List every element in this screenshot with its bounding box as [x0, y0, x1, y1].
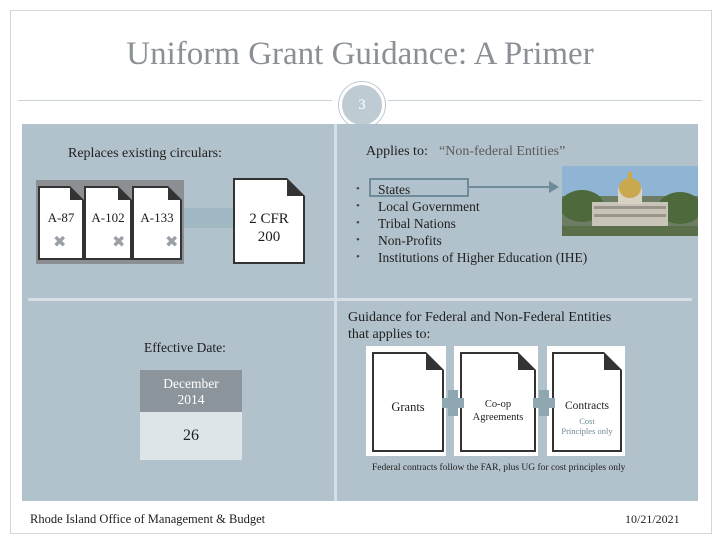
- footer-date: 10/21/2021: [625, 512, 680, 526]
- slide-frame: [10, 10, 712, 534]
- list-item: Institutions of Higher Education (IHE): [356, 249, 587, 266]
- capitol-building-image: [562, 166, 698, 236]
- states-highlight-box: [369, 178, 469, 197]
- cost-label-line1: Cost: [579, 416, 595, 426]
- list-item: Non-Profits: [356, 232, 587, 249]
- cross-icon: ✖: [53, 232, 67, 251]
- title-rule-left: [18, 100, 332, 101]
- replaces-heading: Replaces existing circulars:: [68, 146, 222, 161]
- guidance-heading-line2: that applies to:: [348, 327, 431, 342]
- footer-organization: Rhode Island Office of Management & Budg…: [30, 512, 266, 526]
- circular-a133-doc: A-133 ✖: [132, 186, 182, 260]
- coop-label-line2: Agreements: [472, 412, 524, 423]
- horizontal-divider: [28, 298, 692, 301]
- coop-doc: Co-op Agreements: [460, 352, 536, 452]
- effective-date-heading: Effective Date:: [144, 340, 226, 355]
- guidance-heading: Guidance for Federal and Non-Federal Ent…: [348, 309, 611, 343]
- plus-connector: [448, 390, 458, 416]
- circular-a102-doc: A-102 ✖: [84, 186, 132, 260]
- cfr-line2: 200: [257, 229, 281, 245]
- effective-day: 26: [140, 412, 242, 460]
- contracts-doc: Contracts Cost Principles only: [552, 352, 622, 452]
- far-note: Federal contracts follow the FAR, plus U…: [372, 463, 626, 473]
- coop-label-line1: Co-op: [484, 399, 512, 410]
- plus-connector: [539, 390, 549, 416]
- non-federal-quote: “Non-federal Entities”: [439, 144, 566, 159]
- cross-icon: ✖: [165, 232, 179, 251]
- circular-a87-label: A-87: [47, 210, 75, 225]
- circular-a102-label: A-102: [91, 210, 125, 225]
- list-item: Tribal Nations: [356, 215, 587, 232]
- circular-a87-doc: A-87 ✖: [38, 186, 84, 260]
- applies-heading: Applies to:: [366, 144, 428, 159]
- circular-a133-label: A-133: [140, 210, 174, 225]
- cross-icon: ✖: [112, 232, 126, 251]
- cfr-200-doc: 2 CFR 200: [233, 178, 305, 264]
- slide-title: Uniform Grant Guidance: A Primer: [126, 36, 594, 72]
- cost-label-line2: Principles only: [561, 426, 613, 436]
- replacement-arrow: [184, 208, 240, 228]
- title-rule-right: [388, 100, 702, 101]
- vertical-divider: [334, 124, 337, 501]
- list-item: Local Government: [356, 198, 587, 215]
- states-arrow: [469, 186, 551, 188]
- effective-month: December: [163, 376, 219, 391]
- grants-doc: Grants: [372, 352, 444, 452]
- cfr-line1: 2 CFR: [249, 211, 289, 227]
- entity-list: States Local Government Tribal Nations N…: [356, 181, 587, 266]
- guidance-heading-line1: Guidance for Federal and Non-Federal Ent…: [348, 310, 612, 325]
- effective-month-year: December 2014: [140, 370, 242, 412]
- slide-number-badge: 3: [339, 82, 385, 128]
- effective-year: 2014: [177, 392, 205, 407]
- grants-label: Grants: [391, 400, 425, 414]
- contracts-label: Contracts: [564, 400, 610, 412]
- list-item: States: [356, 181, 587, 198]
- states-arrow-head: [549, 181, 559, 193]
